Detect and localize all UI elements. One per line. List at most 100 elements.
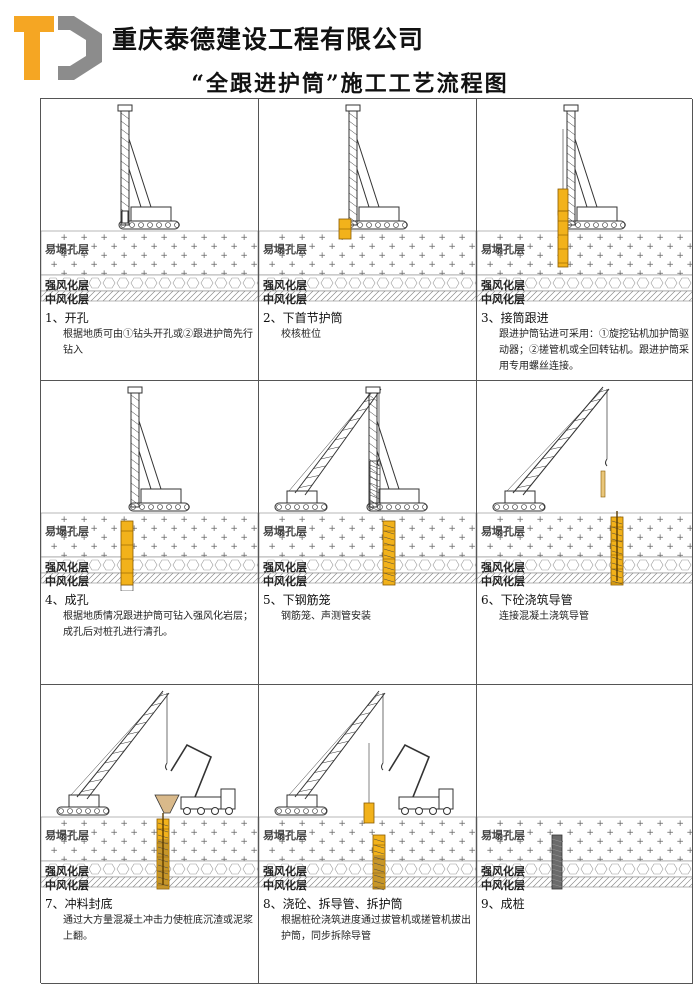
svg-text:+: +	[368, 242, 376, 252]
svg-text:+: +	[250, 846, 258, 856]
svg-text:+: +	[378, 233, 386, 243]
construction-scene: ++++++++++++++++++++++++++++++++++++++++…	[41, 690, 258, 890]
svg-text:+: +	[408, 828, 416, 838]
svg-text:+: +	[230, 828, 238, 838]
step-description: 钢筋笼、声测管安装	[281, 611, 371, 622]
svg-text:+: +	[546, 260, 554, 270]
stratum-label: 中风化层	[45, 293, 89, 306]
svg-text:+: +	[90, 542, 98, 552]
crawler-crane-icon	[274, 690, 386, 816]
svg-text:+: +	[418, 855, 426, 865]
svg-text:+: +	[110, 828, 118, 838]
svg-text:+: +	[120, 515, 128, 525]
svg-text:+: +	[486, 846, 494, 856]
svg-text:+: +	[288, 846, 296, 856]
svg-text:+: +	[120, 269, 128, 279]
svg-text:+: +	[70, 260, 78, 270]
svg-text:+: +	[348, 524, 356, 534]
finished-pile-icon	[551, 834, 563, 890]
svg-text:+: +	[546, 542, 554, 552]
svg-text:+: +	[656, 269, 664, 279]
svg-text:+: +	[358, 551, 366, 561]
svg-text:+: +	[576, 837, 584, 847]
stratum-label: 强风化层	[45, 561, 89, 574]
construction-scene: ++++++++++++++++++++++++++++++++++++++++…	[259, 386, 476, 586]
svg-text:+: +	[90, 828, 98, 838]
step-cell-1: ++++++++++++++++++++++++++++++++++++++++…	[41, 99, 259, 381]
svg-text:+: +	[338, 551, 346, 561]
stratum-label: 易塌孔层	[45, 525, 89, 538]
step-label: 8、浇砼、拆导管、拆护筒	[263, 897, 403, 911]
svg-text:+: +	[200, 515, 208, 525]
svg-text:+: +	[110, 542, 118, 552]
svg-text:+: +	[606, 260, 614, 270]
svg-text:+: +	[448, 242, 456, 252]
svg-text:+: +	[368, 542, 376, 552]
svg-text:+: +	[308, 260, 316, 270]
svg-text:+: +	[458, 515, 466, 525]
svg-text:+: +	[200, 269, 208, 279]
svg-text:+: +	[50, 242, 58, 252]
svg-text:+: +	[288, 260, 296, 270]
svg-text:+: +	[556, 551, 564, 561]
svg-text:+: +	[536, 837, 544, 847]
svg-text:+: +	[278, 551, 286, 561]
svg-text:+: +	[586, 542, 594, 552]
svg-text:+: +	[496, 269, 504, 279]
svg-text:+: +	[328, 242, 336, 252]
svg-text:+: +	[486, 524, 494, 534]
svg-text:+: +	[556, 819, 564, 829]
svg-text:+: +	[686, 524, 693, 534]
svg-text:+: +	[656, 837, 664, 847]
strata-layers: ++++++++++++++++++++++++++++++++++++++++…	[477, 816, 693, 888]
svg-text:+: +	[160, 551, 168, 561]
svg-text:+: +	[586, 242, 594, 252]
step-label: 2、下首节护筒	[263, 311, 343, 325]
svg-text:+: +	[556, 533, 564, 543]
rotary-drill-rig-icon	[345, 104, 408, 230]
strata-layers: ++++++++++++++++++++++++++++++++++++++++…	[259, 816, 476, 888]
svg-text:+: +	[428, 260, 436, 270]
step-cell-9: ++++++++++++++++++++++++++++++++++++++++…	[477, 685, 693, 984]
svg-text:+: +	[240, 515, 248, 525]
svg-text:+: +	[496, 233, 504, 243]
svg-text:+: +	[220, 551, 228, 561]
svg-text:+: +	[646, 542, 654, 552]
construction-scene: ++++++++++++++++++++++++++++++++++++++++…	[259, 690, 476, 891]
svg-text:+: +	[230, 542, 238, 552]
svg-text:+: +	[328, 524, 336, 534]
svg-text:+: +	[70, 242, 78, 252]
svg-text:+: +	[240, 251, 248, 261]
svg-text:+: +	[250, 260, 258, 270]
svg-text:+: +	[210, 260, 218, 270]
svg-text:+: +	[298, 251, 306, 261]
svg-text:+: +	[486, 242, 494, 252]
svg-text:+: +	[180, 269, 188, 279]
svg-text:+: +	[686, 846, 693, 856]
svg-text:+: +	[576, 855, 584, 865]
svg-text:+: +	[556, 269, 564, 279]
svg-text:+: +	[536, 551, 544, 561]
svg-text:+: +	[348, 846, 356, 856]
svg-text:+: +	[230, 260, 238, 270]
svg-text:+: +	[428, 242, 436, 252]
svg-text:+: +	[666, 260, 674, 270]
stratum-label: 强风化层	[481, 561, 525, 574]
svg-text:+: +	[140, 837, 148, 847]
svg-text:+: +	[686, 828, 693, 838]
stratum-label: 强风化层	[263, 279, 307, 292]
svg-text:+: +	[656, 819, 664, 829]
svg-text:+: +	[318, 855, 326, 865]
svg-text:+: +	[576, 551, 584, 561]
svg-text:+: +	[676, 269, 684, 279]
svg-text:+: +	[586, 524, 594, 534]
svg-text:+: +	[576, 251, 584, 261]
svg-text:+: +	[496, 855, 504, 865]
svg-text:+: +	[70, 542, 78, 552]
svg-text:+: +	[60, 515, 68, 525]
svg-text:+: +	[220, 837, 228, 847]
svg-text:+: +	[80, 233, 88, 243]
svg-text:+: +	[686, 260, 693, 270]
hanging-casing-icon	[363, 802, 375, 824]
svg-text:+: +	[60, 233, 68, 243]
